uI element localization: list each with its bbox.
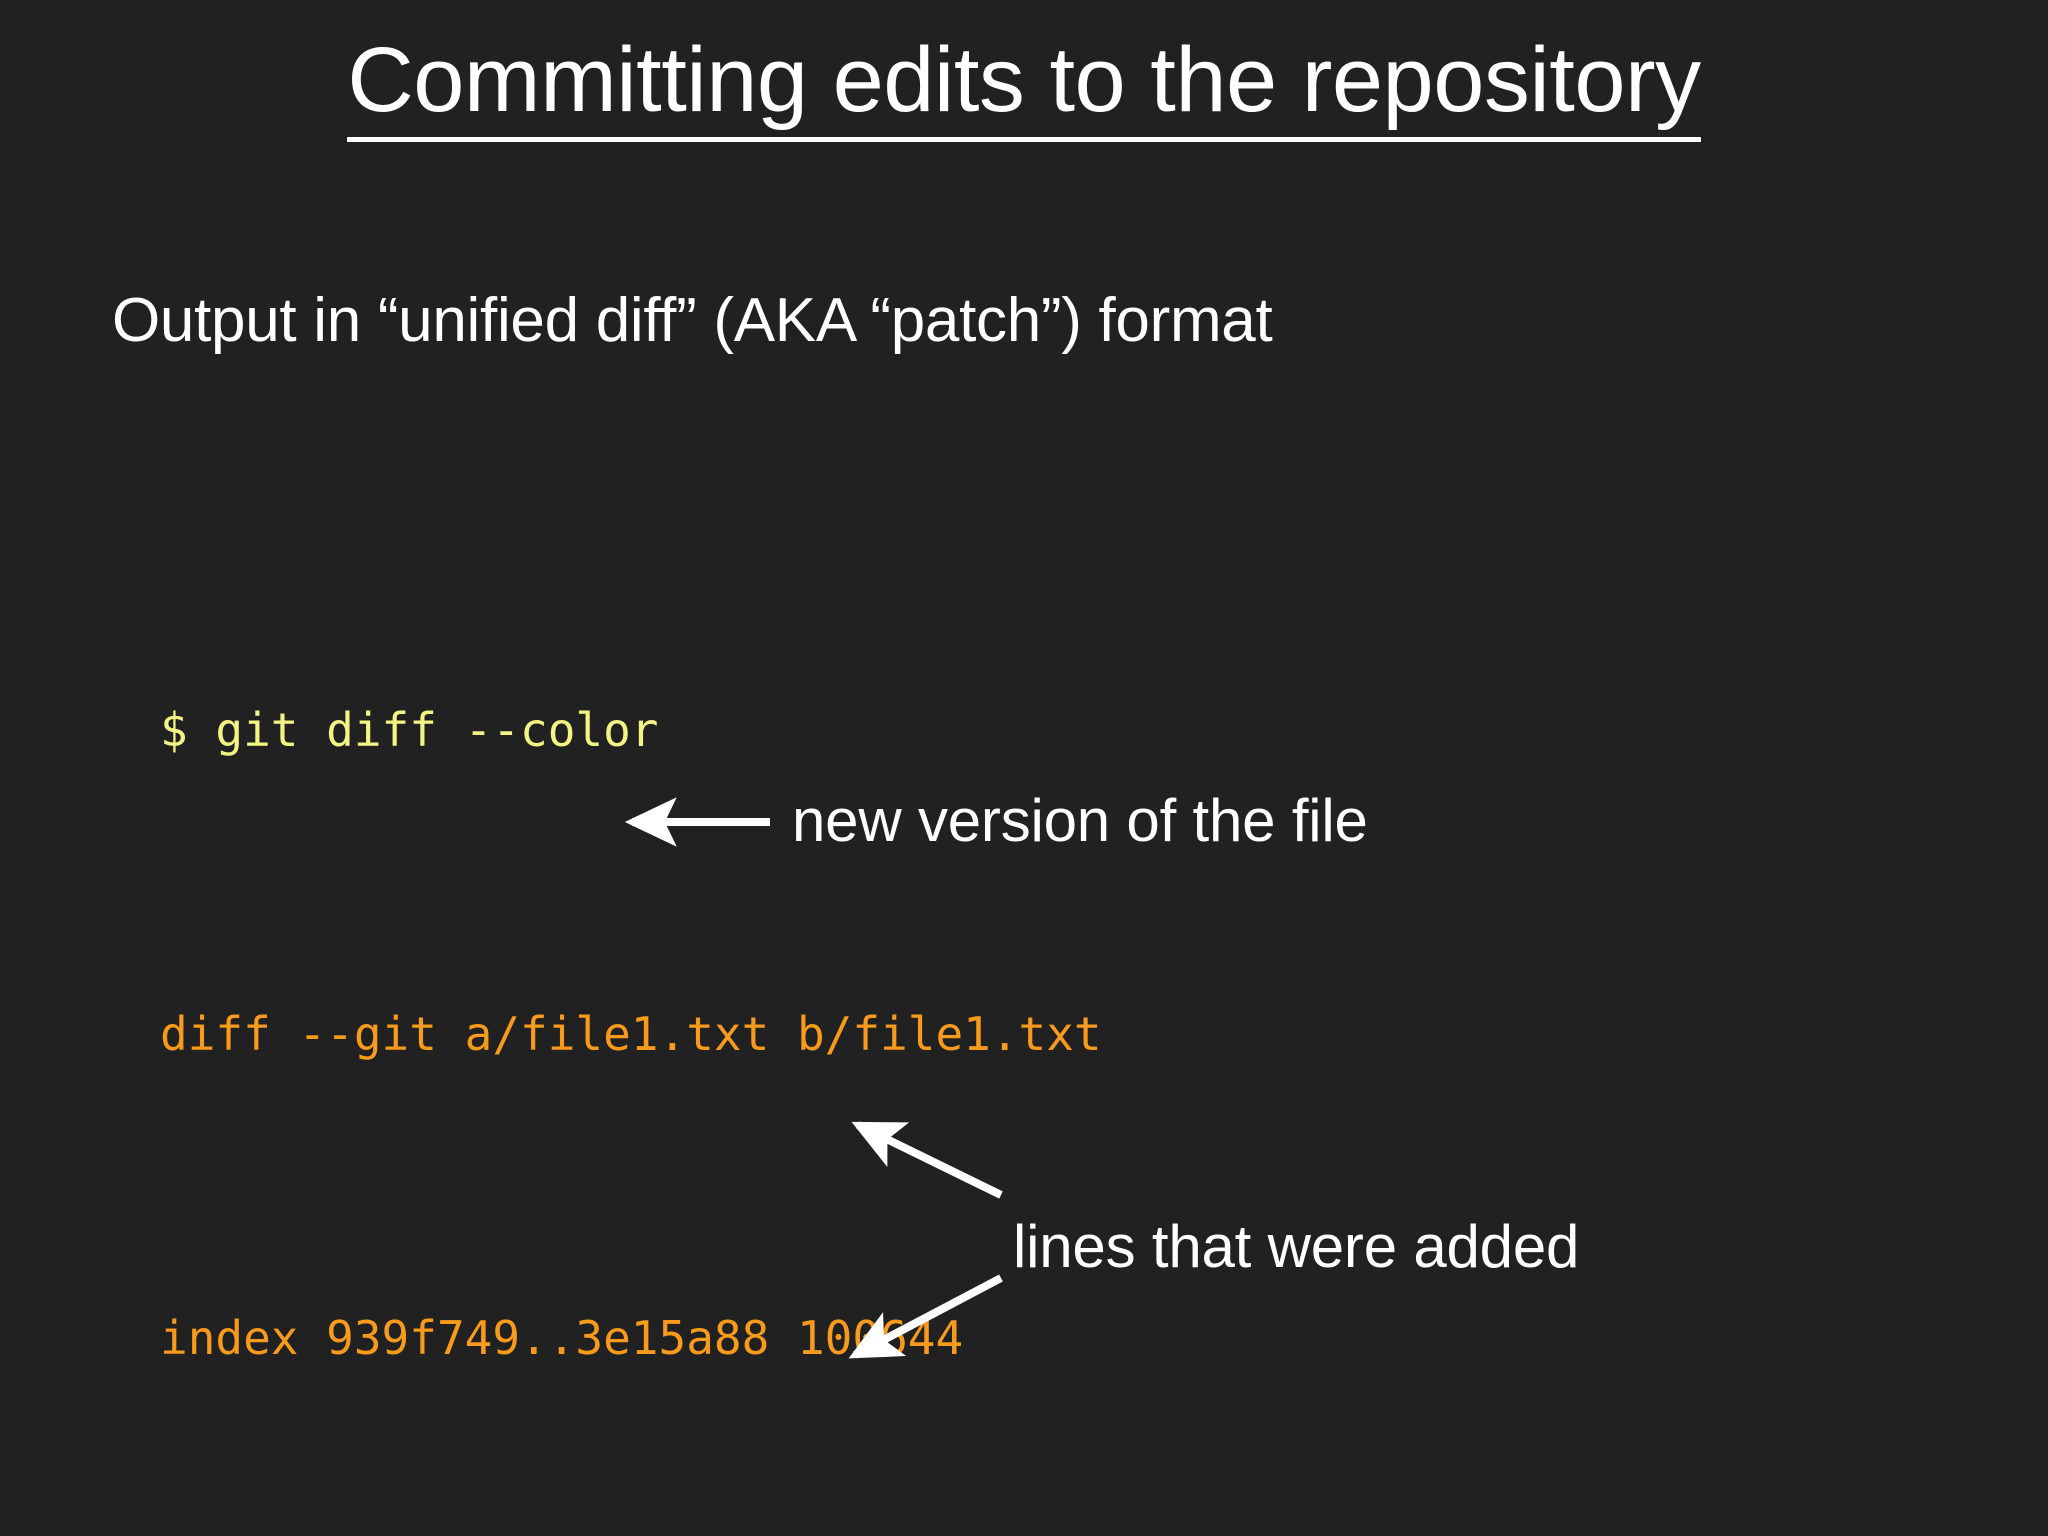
terminal-line-diff-header: diff --git a/file1.txt b/file1.txt xyxy=(160,996,1102,1072)
annotation-new-version-label: new version of the file xyxy=(792,787,1368,854)
terminal-line-index: index 939f749..3e15a88 100644 xyxy=(160,1300,1102,1376)
terminal-command: $ git diff --color xyxy=(160,703,659,757)
annotation-lines-added-label: lines that were added xyxy=(1013,1213,1580,1280)
terminal-line-prompt: $ git diff --color xyxy=(160,692,1102,768)
terminal-output: $ git diff --color diff --git a/file1.tx… xyxy=(160,464,1102,1536)
index-line-text: index 939f749..3e15a88 100644 xyxy=(160,1311,964,1365)
page-title-text: Committing edits to the repository xyxy=(347,29,1701,143)
page-title: Committing edits to the repository xyxy=(0,29,2048,143)
diff-header-text: diff --git a/file1.txt b/file1.txt xyxy=(160,1007,1102,1061)
subtitle-text: Output in “unified diff” (AKA “patch”) f… xyxy=(112,286,1273,355)
